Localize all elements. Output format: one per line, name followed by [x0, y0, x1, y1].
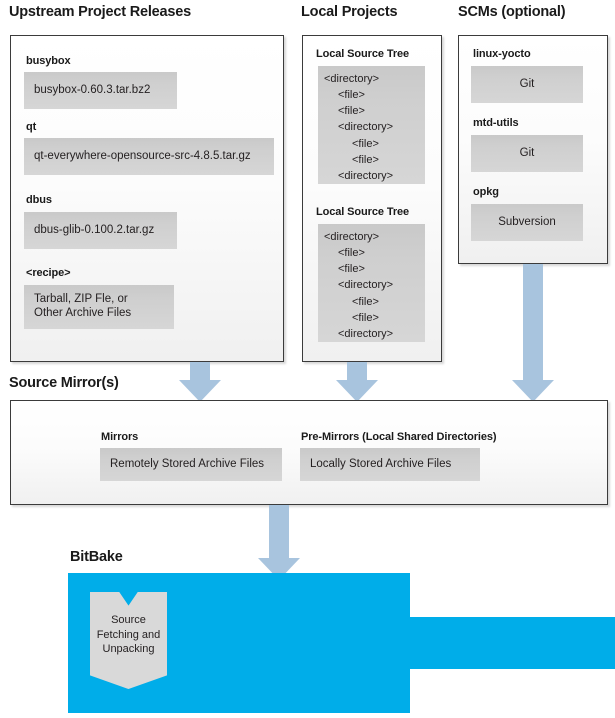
tree-row: <file> — [352, 311, 379, 324]
tree-row: <directory> — [338, 328, 394, 341]
directory-tree-2: <directory> <file> <file> <directory> <f… — [318, 224, 393, 343]
section-title-upstream: Upstream Project Releases — [9, 4, 191, 20]
arrow-head — [512, 380, 554, 402]
section-title-scms: SCMs (optional) — [458, 4, 566, 20]
arrow-down-scms-to-mirrors — [506, 264, 560, 402]
local-source-tree-box-2: <directory> <file> <file> <directory> <f… — [318, 224, 425, 342]
upstream-item-label-qt: qt — [26, 121, 37, 133]
bitbake-band-tail — [408, 617, 615, 669]
local-source-tree-label-1: Local Source Tree — [316, 48, 410, 60]
arrow-down-mirrors-to-bitbake — [252, 505, 306, 580]
proc-line-1: Source — [111, 614, 146, 626]
section-title-local-projects: Local Projects — [301, 4, 398, 20]
tree-row: <directory> — [338, 121, 394, 134]
upstream-item-value-busybox: busybox-0.60.3.tar.bz2 — [24, 72, 177, 109]
upstream-item-label-recipe: <recipe> — [26, 267, 71, 279]
arrow-head — [179, 380, 221, 402]
tree-row: <file> — [338, 88, 365, 101]
tree-row: <directory> — [338, 279, 394, 292]
upstream-item-label-busybox: busybox — [26, 55, 71, 67]
local-source-tree-label-2: Local Source Tree — [316, 206, 410, 218]
tree-row: <file> — [352, 153, 379, 166]
source-fetching-label: Source Fetching and Unpacking — [90, 613, 167, 657]
arrow-shaft — [523, 264, 543, 382]
arrow-head — [336, 380, 378, 402]
tree-row: <directory> — [324, 230, 380, 243]
directory-tree-1: <directory> <file> <file> <directory> <f… — [318, 66, 393, 185]
scm-item-label-opkg: opkg — [473, 186, 499, 198]
scm-item-value-opkg: Subversion — [471, 204, 583, 241]
section-title-bitbake: BitBake — [70, 549, 123, 565]
scm-item-value-linux-yocto: Git — [471, 66, 583, 103]
scm-item-label-mtd-utils: mtd-utils — [473, 117, 519, 129]
upstream-item-value-dbus: dbus-glib-0.100.2.tar.gz — [24, 212, 177, 249]
tree-row: <file> — [352, 137, 379, 150]
tree-row: <file> — [338, 246, 365, 259]
source-fetching-chevron — [90, 592, 167, 689]
scm-item-value-mtd-utils: Git — [471, 135, 583, 172]
scm-item-label-linux-yocto: linux-yocto — [473, 48, 531, 60]
mirror-item-value-pre-mirrors: Locally Stored Archive Files — [300, 448, 480, 481]
mirror-item-label-mirrors: Mirrors — [101, 431, 139, 443]
tree-row: <file> — [338, 263, 365, 276]
upstream-item-value-recipe: Tarball, ZIP Fle, or Other Archive Files — [24, 285, 174, 329]
local-source-tree-box-1: <directory> <file> <file> <directory> <f… — [318, 66, 425, 184]
arrow-down-upstream-to-mirrors — [173, 362, 227, 402]
tree-row: <file> — [338, 105, 365, 118]
upstream-item-label-dbus: dbus — [26, 194, 52, 206]
arrow-shaft — [190, 362, 210, 382]
tree-row: <directory> — [324, 72, 380, 85]
recipe-value-line-2: Other Archive Files — [34, 307, 132, 320]
mirror-item-label-pre-mirrors: Pre-Mirrors (Local Shared Directories) — [301, 431, 497, 443]
proc-line-3: Unpacking — [102, 643, 155, 656]
section-title-source-mirrors: Source Mirror(s) — [9, 375, 119, 391]
mirror-item-value-mirrors: Remotely Stored Archive Files — [100, 448, 282, 481]
tree-row: <file> — [352, 295, 379, 308]
arrow-shaft — [269, 505, 289, 560]
tree-row: <directory> — [338, 170, 394, 183]
recipe-value-line-1: Tarball, ZIP Fle, or — [34, 293, 128, 305]
proc-line-2: Fetching and — [96, 628, 161, 641]
upstream-item-value-qt: qt-everywhere-opensource-src-4.8.5.tar.g… — [24, 138, 274, 175]
arrow-down-local-to-mirrors — [330, 362, 384, 402]
arrow-shaft — [347, 362, 367, 382]
